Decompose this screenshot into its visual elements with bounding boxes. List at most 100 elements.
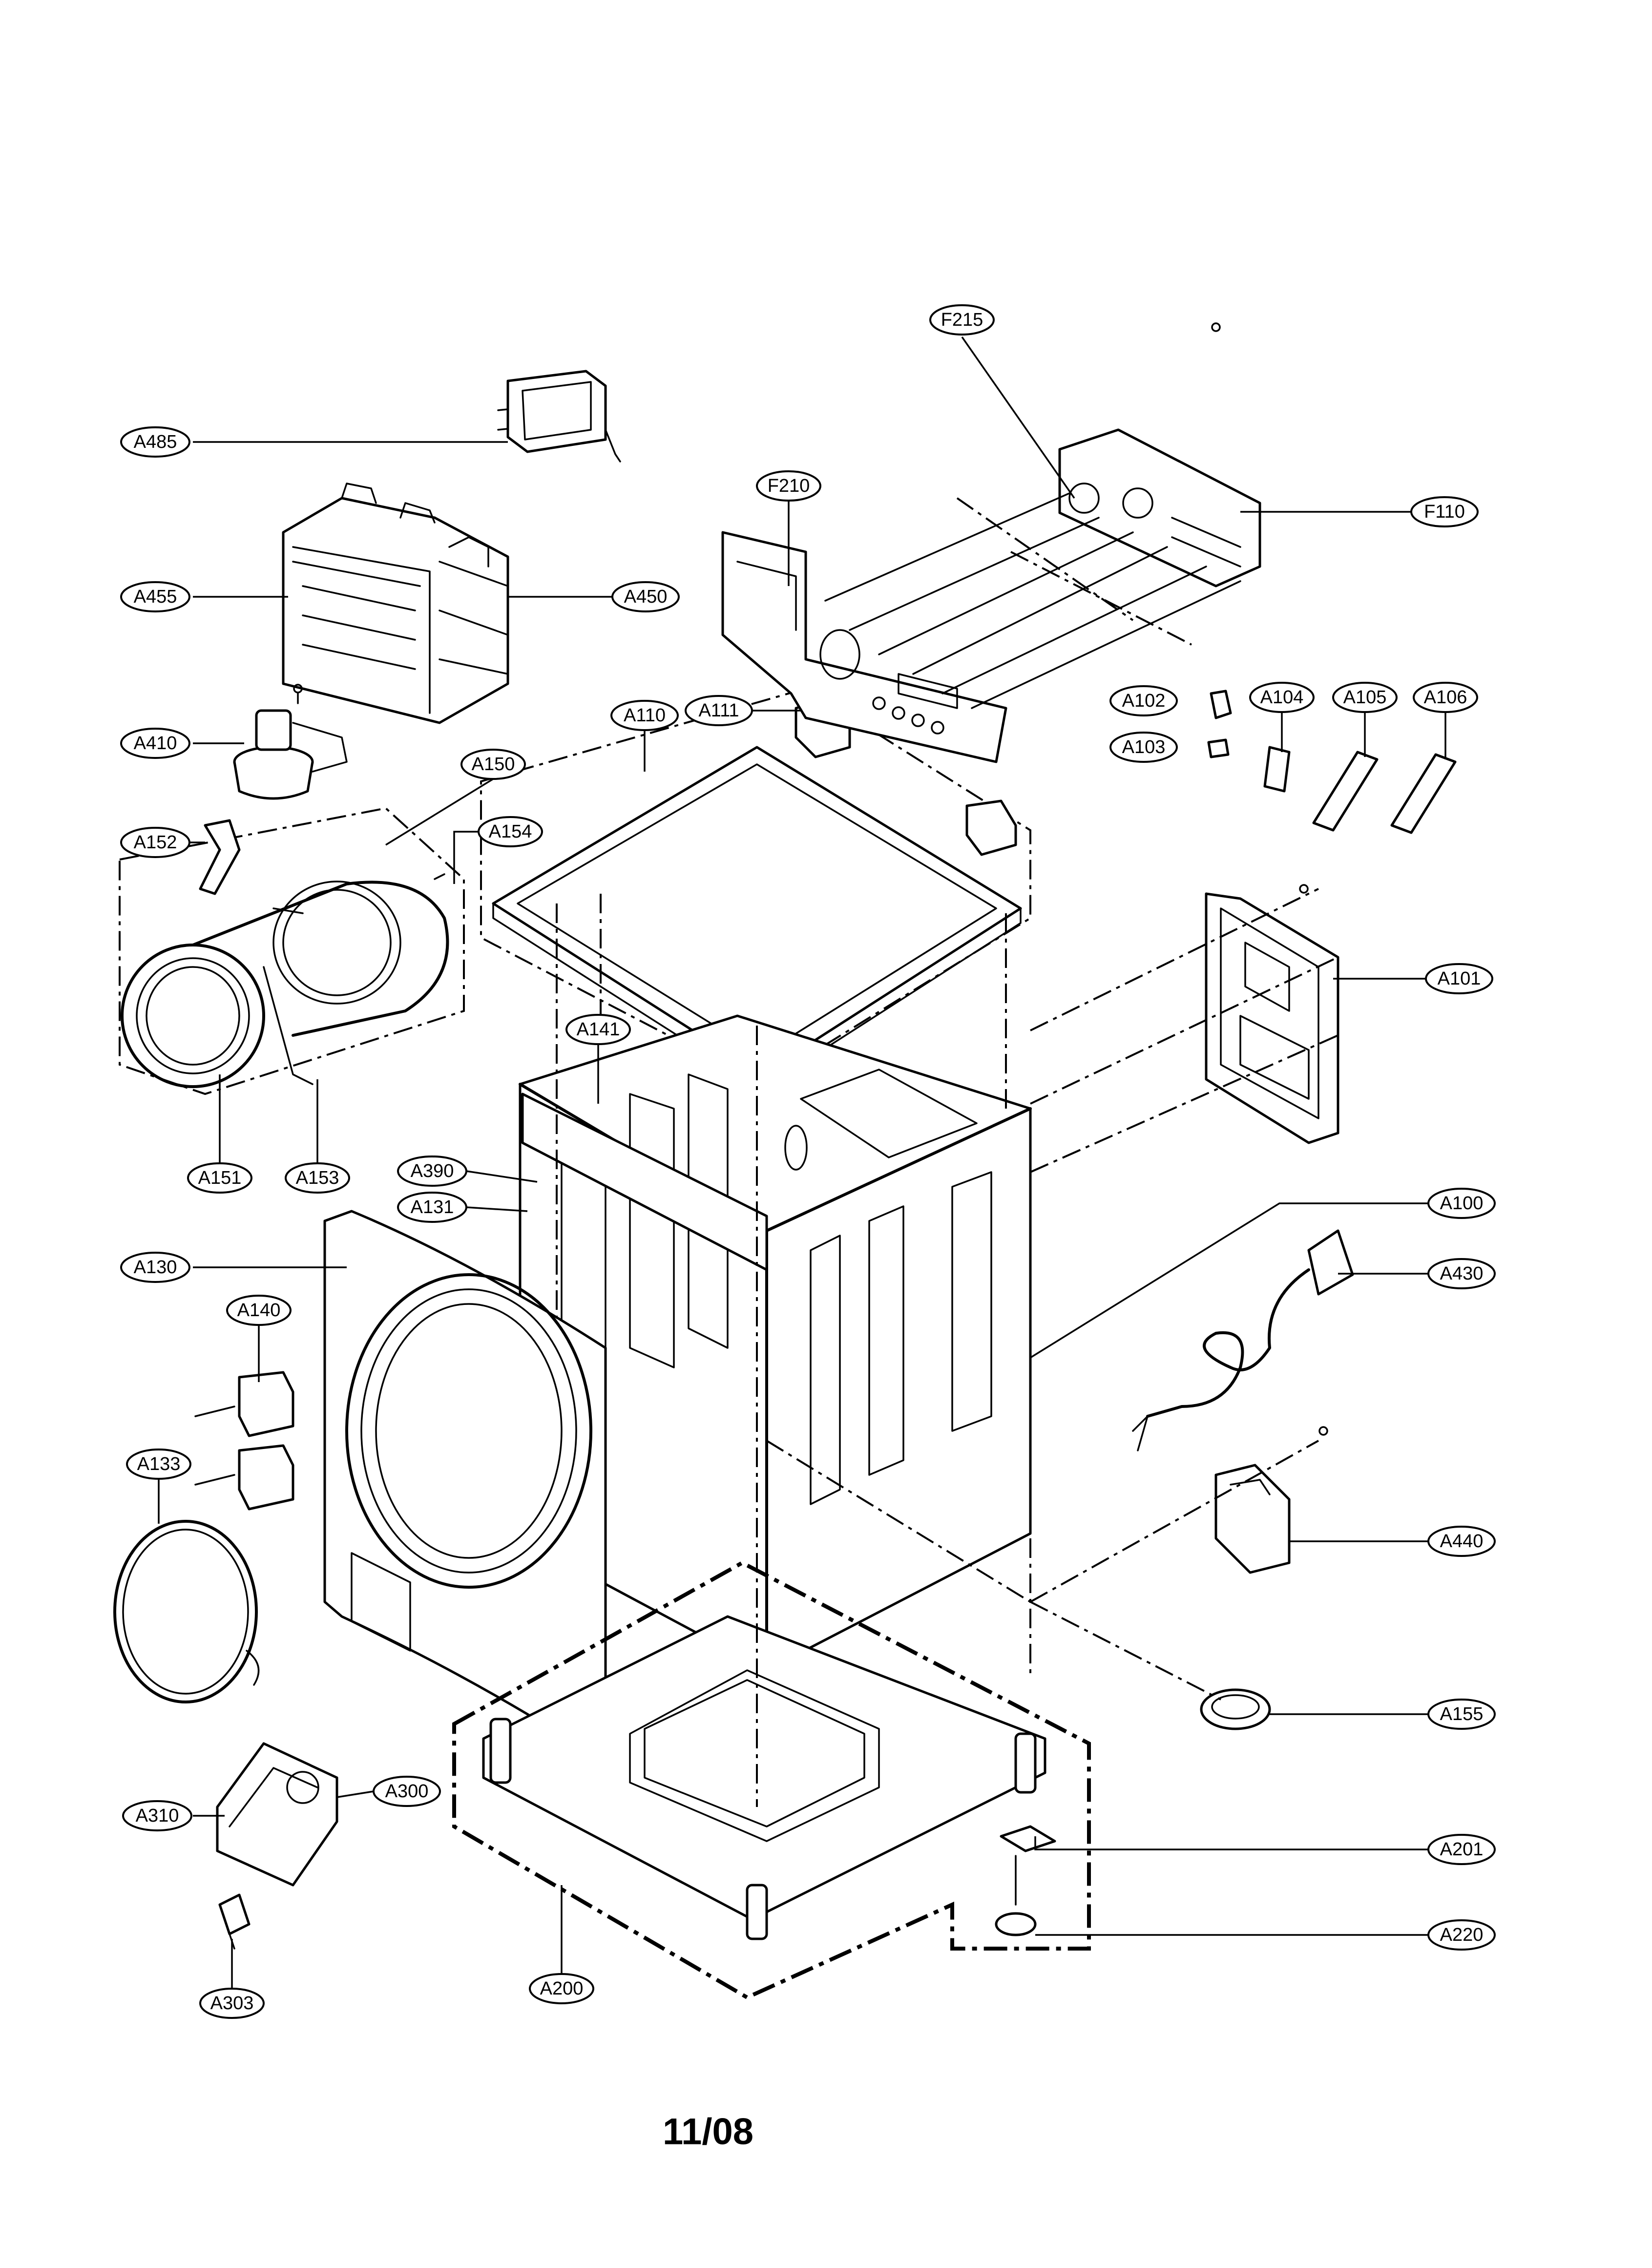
callout-a201: A201 [1427,1834,1496,1865]
hinge-a152 [199,819,241,895]
leader-a390 [466,1170,538,1183]
callout-a102: A102 [1109,685,1178,716]
svg-text:A430: A430 [1440,1263,1484,1284]
callout-a105: A105 [1332,682,1398,713]
callout-a141: A141 [565,1014,631,1045]
callout-labels: F215 A485 F210 F110 A455 A450 A111 A110 … [120,304,1496,2019]
svg-text:A105: A105 [1343,687,1387,708]
callout-a440: A440 [1427,1526,1496,1557]
svg-text:A153: A153 [296,1168,339,1188]
callout-a410: A410 [120,728,190,759]
svg-text:A485: A485 [134,432,177,452]
valves-a104-a105-a106 [1263,746,1457,834]
control-panel-f210 [721,531,1007,763]
drain-cap-a303 [218,1893,251,1950]
svg-text:A110: A110 [624,705,666,726]
callout-a300: A300 [373,1776,441,1807]
svg-text:A131: A131 [411,1197,454,1218]
part-illustrations [113,322,1457,2000]
callout-a200: A200 [529,1973,594,2004]
svg-text:A200: A200 [540,1978,584,1999]
door-lock-a440 [1214,1426,1328,1574]
clips-a102-a103 [1207,690,1232,758]
svg-text:A201: A201 [1440,1839,1484,1860]
svg-text:A100: A100 [1440,1193,1484,1214]
svg-text:A410: A410 [134,733,177,754]
svg-text:A455: A455 [134,587,177,607]
leader-a150 [385,778,494,846]
svg-text:A111: A111 [698,700,739,721]
callout-a153: A153 [285,1162,350,1194]
panel-projection-lines [824,492,1241,709]
rear-panel-a101 [1205,884,1339,1144]
callout-a485: A485 [120,426,190,458]
callout-a303: A303 [199,1988,265,2019]
callout-a111: A111 [685,695,753,726]
callout-a140: A140 [226,1295,292,1326]
leader-lines [158,336,1446,1988]
svg-text:A303: A303 [210,1993,254,2014]
svg-text:A141: A141 [577,1019,620,1040]
main-pcb-a455-a450 [282,483,509,724]
control-pcb-f110 [1058,322,1261,588]
callout-a101: A101 [1425,963,1493,994]
svg-text:F210: F210 [768,476,810,496]
callout-a104: A104 [1249,682,1315,713]
leader-f215 [961,336,1075,499]
svg-text:A310: A310 [136,1806,179,1826]
callout-a131: A131 [397,1192,467,1223]
leveling-foot-a201-a220 [995,1825,1056,1936]
gasket-ring-a133 [113,1520,260,1703]
date-code-label: 11/08 [663,2111,753,2153]
door-hinges-a140 [194,1371,294,1511]
svg-text:A130: A130 [134,1257,177,1278]
svg-text:F215: F215 [941,310,983,330]
tub-front-assembly [119,807,465,1095]
leader-a131 [466,1206,528,1212]
callout-a106: A106 [1413,682,1478,713]
callout-a103: A103 [1109,732,1178,763]
callout-f110: F110 [1410,496,1479,527]
callout-f215: F215 [929,304,995,336]
callout-f210: F210 [756,470,821,502]
callout-a100: A100 [1427,1188,1496,1219]
svg-text:A450: A450 [624,587,668,607]
callout-a450: A450 [611,581,680,612]
callout-a220: A220 [1427,1919,1496,1951]
leader-a154 [453,831,479,884]
pcb-bracket-a485 [497,370,621,462]
callout-a110: A110 [610,700,679,731]
svg-text:A390: A390 [411,1161,454,1181]
svg-text:A150: A150 [472,754,515,775]
svg-text:A102: A102 [1122,691,1166,711]
svg-text:F110: F110 [1424,502,1465,522]
callout-a155: A155 [1427,1699,1496,1730]
callout-a151: A151 [187,1162,252,1194]
svg-text:A152: A152 [134,832,177,853]
drain-pump-a410 [233,684,348,800]
svg-text:A154: A154 [489,821,532,842]
svg-text:A440: A440 [1440,1531,1484,1552]
svg-text:A155: A155 [1440,1704,1484,1724]
callout-a455: A455 [120,581,190,612]
bumper-a155 [1200,1688,1271,1730]
svg-text:A140: A140 [237,1300,281,1321]
callout-a310: A310 [122,1800,192,1831]
svg-text:A300: A300 [385,1781,429,1802]
svg-text:A220: A220 [1440,1925,1484,1945]
alignment-lines [556,888,1338,1807]
callout-a152: A152 [120,827,190,858]
svg-text:A133: A133 [137,1454,181,1474]
leader-a201 [1034,1836,1428,1850]
callout-a150: A150 [460,749,526,780]
callout-a130: A130 [120,1252,190,1283]
leader-a300 [336,1790,374,1798]
callout-a154: A154 [478,816,543,847]
filter-cover-a300-a310 [216,1742,338,1887]
base-frame-a200 [452,1560,1091,2000]
svg-text:A103: A103 [1122,737,1166,757]
callout-a390: A390 [397,1155,467,1187]
svg-text:A151: A151 [198,1168,242,1188]
callout-a430: A430 [1427,1258,1496,1289]
